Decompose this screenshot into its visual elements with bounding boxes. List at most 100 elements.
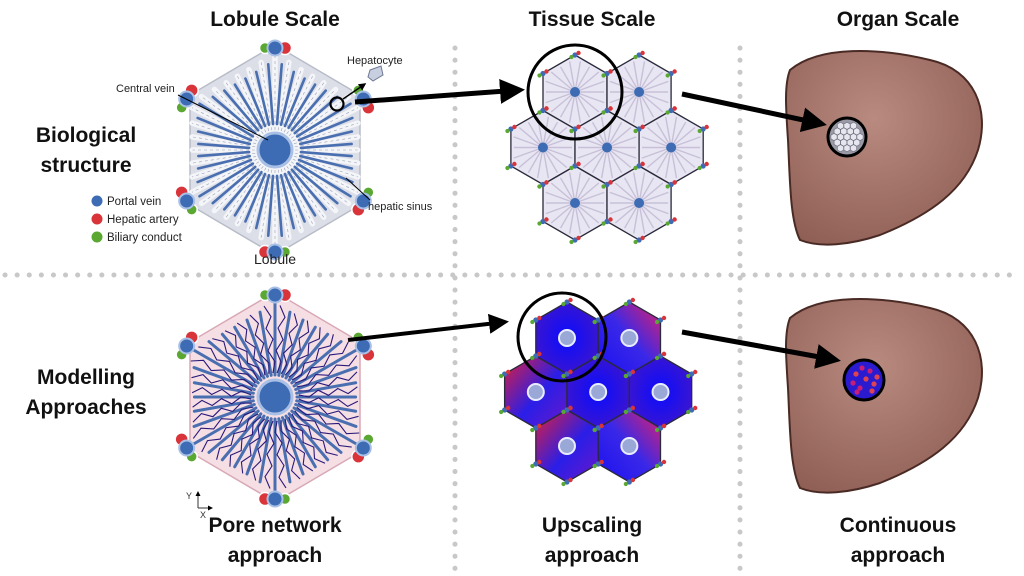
tissue-sinusoid: [600, 116, 608, 148]
tissue-sinusoid: [638, 91, 646, 123]
tissue-sinusoid: [670, 116, 678, 148]
sinusoid-streak: [279, 173, 296, 230]
portal-vein: [178, 192, 196, 210]
sinusoid-streak: [299, 142, 353, 150]
pore-branch: [198, 346, 256, 384]
central-vein-pointer: [177, 94, 269, 141]
sinusoid-streak: [287, 170, 317, 217]
upscaling-hepatic-artery: [537, 351, 542, 357]
pore-branch: [288, 327, 321, 378]
cord-cell-border: [286, 82, 325, 134]
hepatic-sinus-label: hepatic sinus: [368, 201, 433, 213]
tissue-sinusoid: [574, 61, 582, 93]
tissue-biliary-conduct: [601, 221, 606, 226]
tissue-biliary-conduct: [601, 73, 606, 78]
tissue-sinusoid: [665, 116, 672, 148]
upscaling-portal-vein: [595, 461, 601, 467]
tissue-sinusoid: [568, 202, 576, 234]
upscaling-portal-vein: [626, 299, 632, 305]
continuous-label-1: Continuous: [840, 514, 957, 537]
x-axis-label: X: [200, 510, 206, 520]
upscaling-portal-vein: [533, 353, 539, 359]
tissue-sinusoid: [670, 146, 701, 159]
tissue-portal-vein: [604, 218, 610, 225]
pore-branch: [284, 418, 314, 472]
tissue-biliary-conduct: [633, 165, 638, 171]
tissue-portal-vein: [604, 107, 610, 114]
upscaling-hepatic-artery: [505, 405, 511, 411]
tissue-portal-vein: [668, 70, 674, 77]
field-hotspot: [874, 374, 880, 380]
sample-hexagon: [837, 144, 844, 153]
upscaling-biliary-conduct: [654, 427, 660, 433]
row-label-biological-1: Biological: [36, 124, 136, 147]
sinusoid-streak: [298, 154, 354, 170]
cord-cell-border: [192, 152, 256, 164]
tissue-sinusoid: [670, 136, 701, 149]
sinusoid-streak: [266, 63, 275, 126]
tissue-portal-vein: [636, 237, 642, 243]
hepatocyte-cord: [198, 159, 262, 207]
arrow-pore-to-upscaling: [347, 313, 509, 342]
tissue-sinusoid: [641, 146, 672, 159]
upscaling-hepatic-artery: [599, 459, 604, 465]
cord-cell-border: [294, 152, 358, 164]
lobule-biological: [174, 39, 376, 261]
pore-branch: [264, 420, 275, 489]
pore-branch: [294, 341, 349, 384]
pore-branch: [288, 416, 326, 464]
pore-portal-vein: [178, 337, 196, 355]
tissue-portal-vein: [572, 163, 578, 169]
field-hotspot: [854, 389, 860, 395]
upscaling-biliary-conduct: [654, 319, 660, 325]
upscaling-biliary-conduct: [530, 319, 535, 325]
upscaling-biliary-conduct: [686, 373, 691, 379]
hepatocyte-zoom-circle: [329, 96, 345, 112]
pore-branch: [240, 418, 266, 474]
hepatocyte-cords: [189, 51, 361, 249]
tissue-hepatic-artery: [512, 161, 517, 167]
cord-cell-border: [191, 158, 258, 193]
cord-cell-border: [280, 69, 302, 132]
tissue-central-vein: [634, 87, 645, 97]
tissue-sinusoid: [609, 91, 640, 104]
pore-branch: [284, 320, 310, 376]
sinusoids: [196, 63, 354, 237]
hepatocyte-arrow: [342, 83, 367, 100]
upscaling-portal-vein: [657, 317, 664, 323]
tissue-sinusoid: [638, 202, 646, 234]
tissue-portal-vein: [540, 107, 546, 114]
upscaling-portal-vein: [626, 371, 632, 377]
tissue-hepatic-artery: [672, 69, 677, 74]
sinusoid-streak: [293, 165, 339, 205]
field-hotspot: [871, 381, 877, 387]
tissue-sinusoid: [545, 80, 576, 93]
sinusoid-streak: [254, 173, 271, 230]
sinusoid-streak: [211, 165, 257, 205]
pore-network-label-2: approach: [228, 544, 323, 567]
field-hotspot: [867, 368, 873, 374]
tissue-sinusoid: [542, 116, 550, 148]
tissue-central-vein: [634, 198, 645, 208]
upscaling-hepatic-artery: [661, 315, 667, 321]
header-tissue-scale: Tissue Scale: [529, 8, 656, 31]
tissue-portal-vein: [540, 218, 546, 225]
row-label-biological-2: structure: [40, 154, 131, 177]
sinusoid-streak: [299, 150, 353, 158]
tissue-sinusoid: [518, 146, 544, 169]
tissue-sinusoid: [614, 202, 640, 224]
portal-vein: [266, 243, 284, 261]
tissue-biliary-conduct: [537, 110, 542, 115]
sinusoid-streak: [298, 130, 354, 146]
sinusoid-streak: [198, 102, 255, 138]
tissue-sinusoid: [670, 147, 678, 179]
tissue-hepatic-artery: [704, 124, 709, 130]
hepatocyte-cord: [275, 167, 292, 241]
sinusoid-streak: [287, 83, 317, 130]
tissue-sinusoid: [638, 71, 664, 93]
pore-branch: [191, 373, 253, 392]
upscaling-biliary-conduct: [499, 373, 504, 379]
hepatocyte-cord: [198, 93, 262, 141]
tissue-central-vein: [570, 87, 580, 97]
upscaling-label-1: Upscaling: [542, 514, 642, 537]
